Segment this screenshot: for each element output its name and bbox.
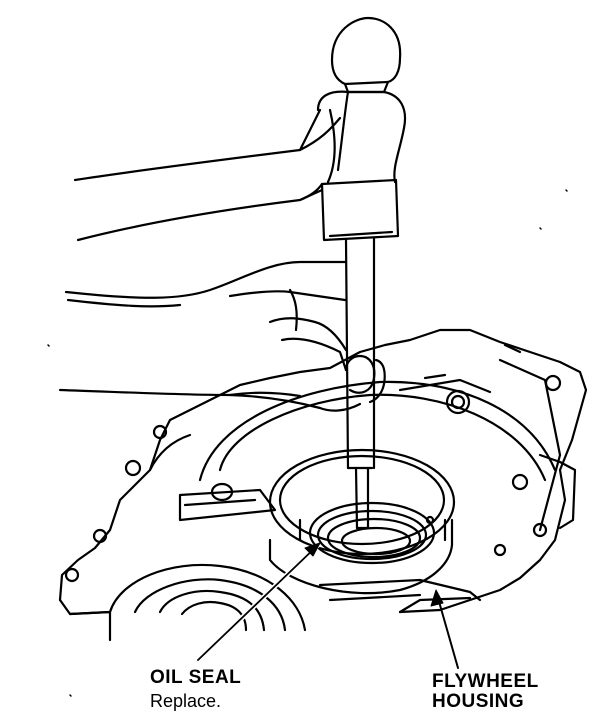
- flywheel-label-line1: FLYWHEEL: [432, 671, 539, 692]
- flywheel-label-line2: HOUSING: [432, 690, 525, 712]
- flywheel-housing-drawing: [58, 328, 588, 642]
- hammer-drawing: [316, 16, 407, 530]
- oil-seal-instruction: Replace.: [150, 690, 222, 711]
- oil-seal-callout: OIL SEAL Replace.: [150, 668, 241, 711]
- oil-seal-label: OIL SEAL: [150, 667, 242, 688]
- flywheel-housing-callout: FLYWHEEL HOUSING: [432, 672, 539, 712]
- flywheel-housing-leader: [430, 589, 459, 669]
- hands-drawing: [58, 108, 386, 412]
- scan-specks: [47, 189, 568, 697]
- oil-seal-leader: [195, 542, 321, 663]
